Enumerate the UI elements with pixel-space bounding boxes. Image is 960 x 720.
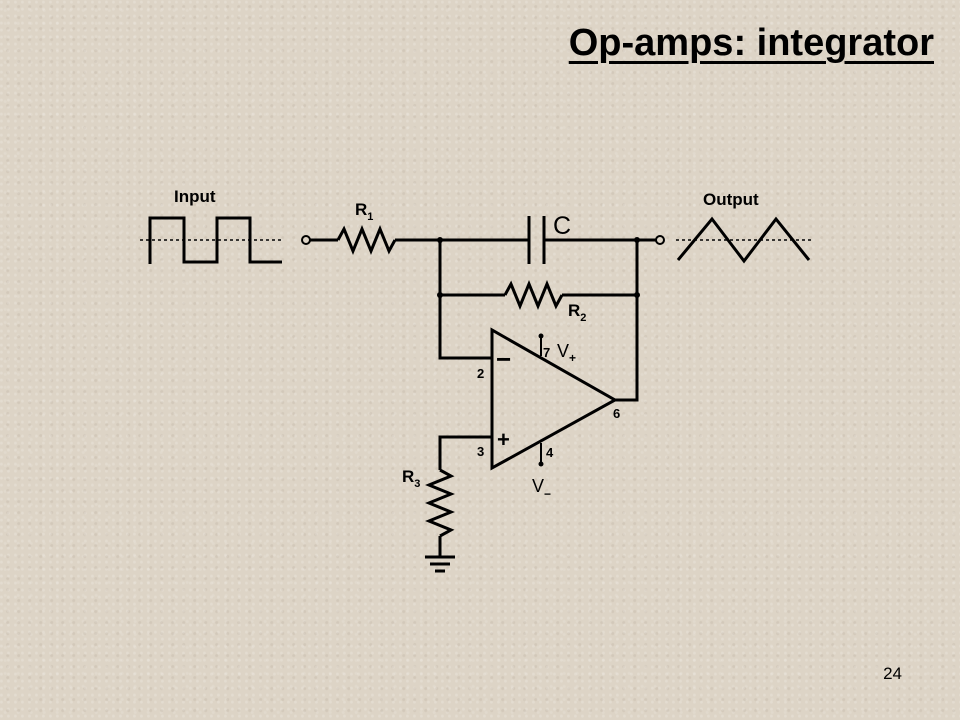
r3-label: R3 xyxy=(402,467,420,490)
noninverting-input-wire xyxy=(438,435,492,470)
pin-6-label: 6 xyxy=(613,406,620,421)
pin-3-label: 3 xyxy=(477,444,484,459)
r3-resistor xyxy=(425,468,455,538)
vminus-dot xyxy=(538,461,544,467)
r2-label: R2 xyxy=(568,301,586,324)
pin-7-label: 7 xyxy=(543,345,550,360)
slide-title: Op-amps: integrator xyxy=(568,22,934,64)
output-label: Output xyxy=(703,190,759,209)
input-square-wave: Input xyxy=(140,187,282,264)
vminus-label: V− xyxy=(532,476,551,501)
output-terminal xyxy=(655,235,665,245)
op-amp-triangle xyxy=(490,327,619,471)
noninverting-sign: + xyxy=(497,427,510,452)
vplus-label: V+ xyxy=(557,341,576,365)
capacitor-label: C xyxy=(553,212,571,240)
ground-icon xyxy=(425,555,455,573)
inverting-input-wire xyxy=(438,240,492,360)
output-triangle-trace xyxy=(676,216,811,264)
output-feedback-wire xyxy=(615,240,639,402)
r1-resistor xyxy=(336,225,397,255)
page-number: 24 xyxy=(883,664,902,683)
vplus-dot xyxy=(538,333,544,339)
pin-4-label: 4 xyxy=(546,445,554,460)
inverting-sign: − xyxy=(496,344,511,374)
r2-resistor xyxy=(503,280,564,310)
output-triangle-wave: Output xyxy=(676,190,813,264)
pin-2-label: 2 xyxy=(477,366,484,381)
input-terminal xyxy=(301,235,311,245)
r1-label: R1 xyxy=(355,200,373,223)
input-label: Input xyxy=(174,187,216,206)
input-square-trace xyxy=(148,216,282,264)
